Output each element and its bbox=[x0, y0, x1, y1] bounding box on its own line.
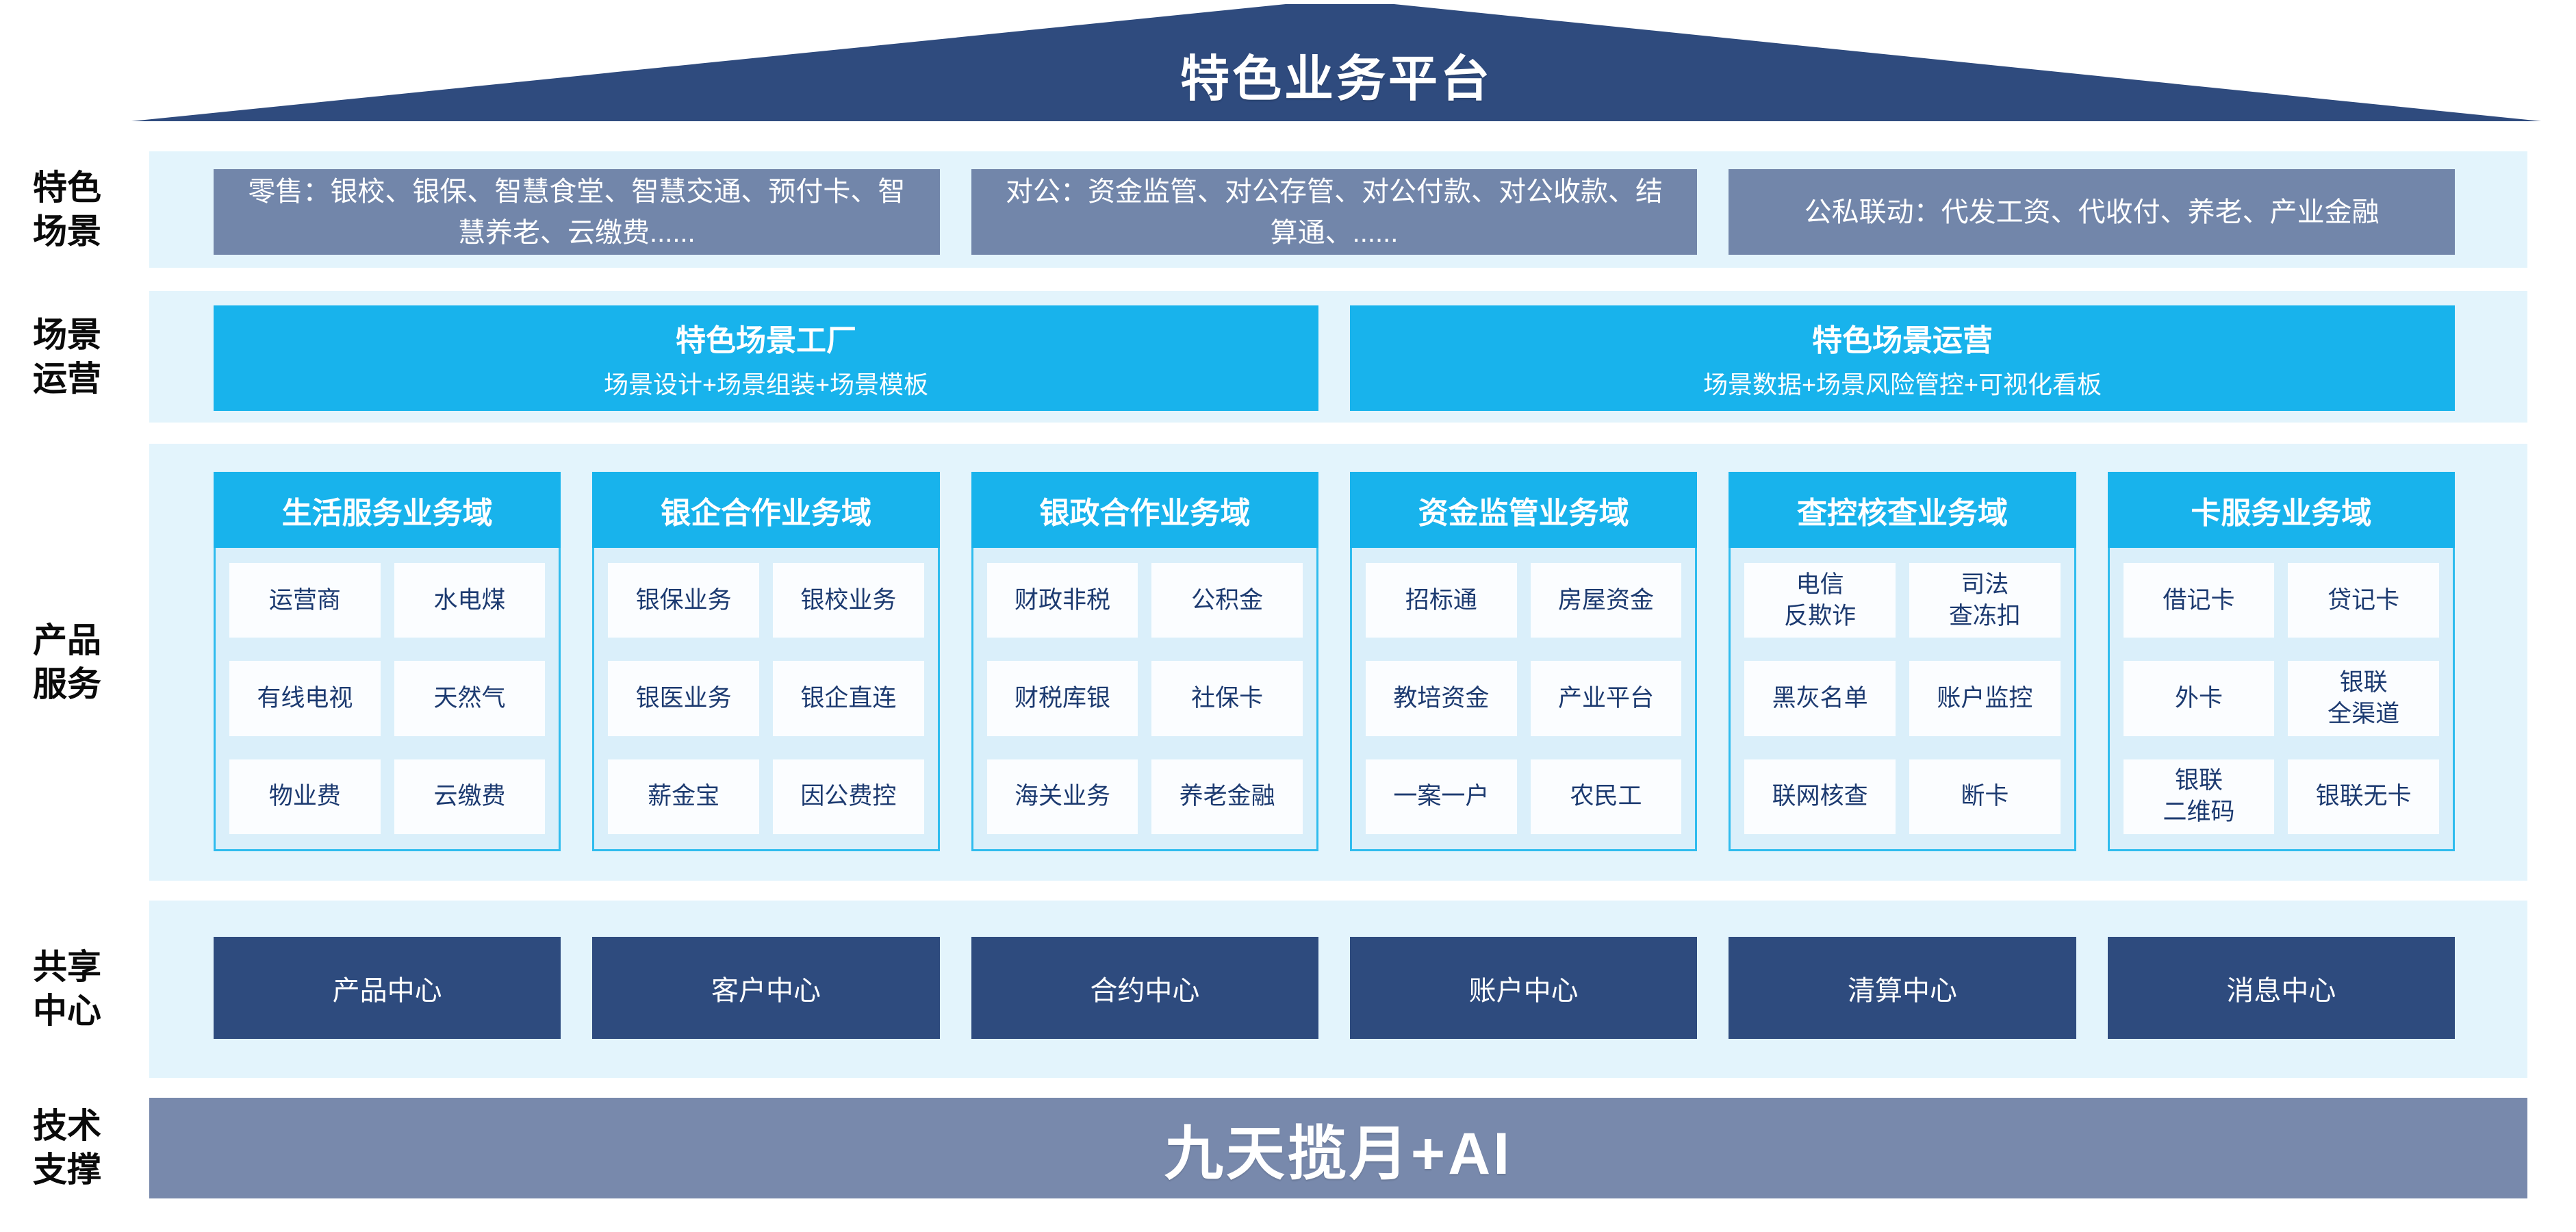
product-item: 财政非税 bbox=[986, 563, 1138, 638]
product-item: 招标通 bbox=[1366, 563, 1517, 638]
center-box-message: 消息中心 bbox=[2107, 937, 2455, 1039]
side-label-tech: 技术 支撑 bbox=[33, 1107, 101, 1189]
product-item: 银保业务 bbox=[608, 563, 759, 638]
product-column-body: 运营商 水电煤 有线电视 天然气 物业费 云缴费 bbox=[214, 548, 561, 851]
product-item: 贷记卡 bbox=[2288, 563, 2439, 638]
tech-support-label: 九天揽月+AI bbox=[1164, 1121, 1513, 1187]
product-item: 云缴费 bbox=[394, 759, 546, 834]
center-box-contract: 合约中心 bbox=[971, 937, 1318, 1039]
page-title: 特色业务平台 bbox=[1179, 52, 1492, 107]
tech-support-bar: 九天揽月+AI bbox=[149, 1098, 2527, 1198]
product-item: 断卡 bbox=[1909, 759, 2061, 834]
product-column-header: 查控核查业务域 bbox=[1729, 472, 2076, 548]
center-box-product: 产品中心 bbox=[214, 937, 561, 1039]
side-label-scenes: 特色 场景 bbox=[33, 168, 101, 251]
product-item: 借记卡 bbox=[2123, 563, 2275, 638]
product-item: 司法 查冻扣 bbox=[1909, 563, 2061, 638]
product-column-header: 银政合作业务域 bbox=[971, 472, 1318, 548]
section-shared-centers: 产品中心 客户中心 合约中心 账户中心 清算中心 消息中心 bbox=[149, 901, 2527, 1078]
product-column-bank-government: 银政合作业务域 财政非税 公积金 财税库银 社保卡 海关业务 养老金融 bbox=[971, 472, 1318, 851]
product-item: 电信 反欺诈 bbox=[1744, 563, 1896, 638]
product-column-body: 电信 反欺诈 司法 查冻扣 黑灰名单 账户监控 联网核查 断卡 bbox=[1729, 548, 2076, 851]
side-label-products: 产品 服务 bbox=[33, 621, 101, 703]
op-box-operation: 特色场景运营 场景数据+场景风险管控+可视化看板 bbox=[1350, 305, 2455, 411]
product-column-header: 银企合作业务域 bbox=[592, 472, 940, 548]
product-column-inquiry-verification: 查控核查业务域 电信 反欺诈 司法 查冻扣 黑灰名单 账户监控 联网核查 断卡 bbox=[1729, 472, 2076, 851]
op-box-title: 特色场景工厂 bbox=[676, 324, 856, 358]
product-item: 社保卡 bbox=[1151, 661, 1303, 736]
product-column-bank-enterprise: 银企合作业务域 银保业务 银校业务 银医业务 银企直连 薪金宝 因公费控 bbox=[592, 472, 940, 851]
product-item: 水电煤 bbox=[394, 563, 546, 638]
scene-box-retail: 零售：银校、银保、智慧食堂、智慧交通、预付卡、智慧养老、云缴费...... bbox=[214, 169, 940, 255]
product-item: 养老金融 bbox=[1151, 759, 1303, 834]
product-item: 财税库银 bbox=[986, 661, 1138, 736]
product-item: 银校业务 bbox=[772, 563, 924, 638]
op-box-subtitle: 场景设计+场景组装+场景模板 bbox=[603, 370, 929, 399]
product-item: 外卡 bbox=[2123, 661, 2275, 736]
product-item: 海关业务 bbox=[986, 759, 1138, 834]
product-column-life-services: 生活服务业务域 运营商 水电煤 有线电视 天然气 物业费 云缴费 bbox=[214, 472, 561, 851]
product-item: 银联无卡 bbox=[2288, 759, 2439, 834]
product-item: 教培资金 bbox=[1366, 661, 1517, 736]
center-box-account: 账户中心 bbox=[1350, 937, 1698, 1039]
platform-roof: 特色业务平台 bbox=[131, 4, 2541, 121]
product-column-header: 资金监管业务域 bbox=[1350, 472, 1698, 548]
product-column-body: 银保业务 银校业务 银医业务 银企直连 薪金宝 因公费控 bbox=[592, 548, 940, 851]
product-column-header: 生活服务业务域 bbox=[214, 472, 561, 548]
side-label-operations: 场景 运营 bbox=[33, 316, 101, 398]
side-label-centers: 共享 中心 bbox=[33, 948, 101, 1030]
product-item: 房屋资金 bbox=[1530, 563, 1682, 638]
product-column-fund-supervision: 资金监管业务域 招标通 房屋资金 教培资金 产业平台 一案一户 农民工 bbox=[1350, 472, 1698, 851]
product-item: 银企直连 bbox=[772, 661, 924, 736]
scene-box-corporate: 对公：资金监管、对公存管、对公付款、对公收款、结算通、...... bbox=[971, 169, 1698, 255]
op-box-subtitle: 场景数据+场景风险管控+可视化看板 bbox=[1703, 370, 2102, 399]
center-box-clearing: 清算中心 bbox=[1729, 937, 2076, 1039]
section-scenes: 零售：银校、银保、智慧食堂、智慧交通、预付卡、智慧养老、云缴费...... 对公… bbox=[149, 151, 2527, 268]
product-item: 农民工 bbox=[1530, 759, 1682, 834]
product-item: 产业平台 bbox=[1530, 661, 1682, 736]
product-item: 账户监控 bbox=[1909, 661, 2061, 736]
product-item: 运营商 bbox=[229, 563, 381, 638]
product-item: 银联 二维码 bbox=[2123, 759, 2275, 834]
product-item: 公积金 bbox=[1151, 563, 1303, 638]
product-item: 一案一户 bbox=[1366, 759, 1517, 834]
product-column-body: 借记卡 贷记卡 外卡 银联 全渠道 银联 二维码 银联无卡 bbox=[2107, 548, 2455, 851]
product-column-header: 卡服务业务域 bbox=[2107, 472, 2455, 548]
product-column-body: 财政非税 公积金 财税库银 社保卡 海关业务 养老金融 bbox=[971, 548, 1318, 851]
op-box-factory: 特色场景工厂 场景设计+场景组装+场景模板 bbox=[214, 305, 1318, 411]
section-products: 生活服务业务域 运营商 水电煤 有线电视 天然气 物业费 云缴费 银企合作业务域… bbox=[149, 444, 2527, 881]
product-column-body: 招标通 房屋资金 教培资金 产业平台 一案一户 农民工 bbox=[1350, 548, 1698, 851]
product-item: 银医业务 bbox=[608, 661, 759, 736]
center-box-customer: 客户中心 bbox=[592, 937, 940, 1039]
product-item: 银联 全渠道 bbox=[2288, 661, 2439, 736]
product-item: 黑灰名单 bbox=[1744, 661, 1896, 736]
op-box-title: 特色场景运营 bbox=[1812, 324, 1993, 358]
section-operations: 特色场景工厂 场景设计+场景组装+场景模板 特色场景运营 场景数据+场景风险管控… bbox=[149, 291, 2527, 423]
product-item: 联网核查 bbox=[1744, 759, 1896, 834]
product-item: 有线电视 bbox=[229, 661, 381, 736]
scene-box-linked: 公私联动：代发工资、代收付、养老、产业金融 bbox=[1729, 169, 2455, 255]
product-item: 因公费控 bbox=[772, 759, 924, 834]
product-item: 物业费 bbox=[229, 759, 381, 834]
product-item: 天然气 bbox=[394, 661, 546, 736]
product-column-card-services: 卡服务业务域 借记卡 贷记卡 外卡 银联 全渠道 银联 二维码 银联无卡 bbox=[2107, 472, 2455, 851]
product-item: 薪金宝 bbox=[608, 759, 759, 834]
